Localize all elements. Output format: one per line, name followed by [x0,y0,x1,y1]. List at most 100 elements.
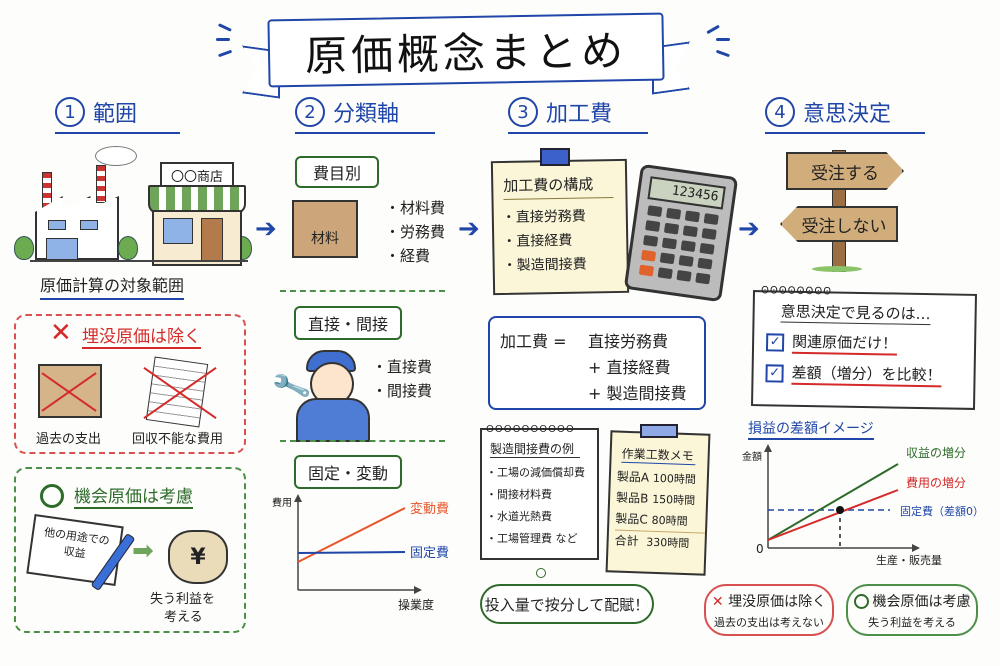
revenue-increment-label: 収益の増分 [906,446,967,460]
section-title: 範囲 [93,102,138,127]
calculator-icon: 123456 [623,163,739,303]
sunk-cost-heading: 埋没原価は除く [82,322,201,349]
direct-indirect-label: 直接・間接 [294,306,402,340]
smoke-icon [95,146,137,166]
formula-line: + 製造間接費 [588,384,687,403]
list-item: ・労務費 [385,223,446,241]
decision-notebook: ʘʘʘʘʘʘʘʘ 意思決定で見るのは… ✓ 関連原価だけ！ ✓ 差額（増分）を比… [751,285,977,410]
flow-arrow-icon: ➔ [458,214,480,244]
checkbox-checked-icon: ✓ [765,363,784,383]
section-header-processing: 3 加工費 [508,96,648,134]
formula-line: 直接労務費 [588,332,669,351]
sparkle-icon [216,38,230,41]
thought-dot [536,568,546,578]
sunk-item: 過去の支出 [36,432,102,447]
sign-accept: 受注する [786,152,904,190]
section-title: 加工費 [546,102,613,127]
list-item: ・直接労務費 [501,208,586,227]
by-item-list: ・材料費 ・労務費 ・経費 [385,196,445,268]
calculator-display: 123456 [647,176,726,210]
origin-label: 0 [756,542,764,556]
divider [280,290,445,292]
binder-clip-icon [540,148,570,166]
flow-arrow-icon: ➔ [255,214,277,244]
sparkle-icon [217,49,233,57]
scope-caption: 原価計算の対象範囲 [40,272,185,300]
hours-row: 製品C 80時間 [615,511,688,529]
clipboard-clip-icon [640,424,678,438]
sparkle-icon [715,49,731,57]
by-item-label: 費目別 [295,156,379,188]
direct-indirect-list: ・直接費 ・間接費 [372,355,432,403]
list-item: ・水道光熱費 [486,510,552,523]
formula-line: + 直接経費 [588,358,671,377]
cost-increment-label: 費用の増分 [906,476,967,490]
section-title: 分類軸 [333,102,400,127]
red-cross-mark [140,360,220,424]
check-item: 関連原価だけ！ [791,330,898,356]
circle-ok-icon [40,484,64,508]
tree-icon [14,236,34,260]
sign-decline: 受注しない [780,206,898,242]
overhead-examples-notebook: ʘʘʘʘʘʘʘʘʘʘ 製造間接費の例 ・工場の減価償却費 ・間接材料費 ・水道光… [480,424,599,560]
section-title: 意思決定 [803,102,892,127]
memo-title: 加工費の構成 [503,173,614,200]
sunk-cost-box [14,314,246,454]
processing-cost-memo: 加工費の構成 ・直接労務費 ・直接経費 ・製造間接費 [490,158,630,296]
window-icon [80,220,98,230]
ground-line [30,260,248,262]
y-axis-label: 金額 [742,452,762,463]
circle-ok-icon [853,593,869,609]
number-badge: 2 [295,97,325,127]
number-badge: 4 [765,97,795,127]
variable-cost-label: 変動費 [410,502,450,517]
y-axis-label: 費用 [272,498,292,509]
checkbox-checked-icon: ✓ [765,332,785,352]
door-icon [201,218,223,262]
door-icon [46,238,78,260]
page-title: 原価概念まとめ [267,12,665,88]
hours-total: 合計 330時間 [614,529,705,555]
window-icon [163,218,193,244]
spiral-binding-icon: ʘʘʘʘʘʘʘʘʘʘ [486,424,575,435]
green-arrow-icon: ➡ [132,536,154,566]
fixed-variable-label: 固定・変動 [294,455,402,489]
x-axis-label: 生産・販売量 [876,554,942,567]
x-axis-label: 操業度 [398,598,435,612]
window-icon [48,220,66,230]
section-header-decision: 4 意思決定 [765,96,925,134]
list-item: ・工場の減価償却費 [486,466,585,479]
worker-body-icon [296,398,370,442]
fixed-cost-label: 固定費（差額0） [900,505,984,518]
opportunity-cost-heading: 機会原価は考慮 [74,482,193,509]
opportunity-cost-pill: 機会原価は考慮 失う利益を考える [846,584,978,636]
list-item: ・間接費 [372,382,433,400]
sparkle-icon [706,24,720,34]
list-item: ・直接費 [372,358,433,376]
money-bag-icon: ¥ [168,530,228,584]
list-item: ・材料費 [385,199,446,217]
work-hours-clipboard: 作業工数メモ 製品A 100時間 製品B 150時間 製品C 80時間 合計 3… [605,430,711,576]
cardboard-box-icon: 材料 [292,200,358,258]
opportunity-cost-box [14,467,246,633]
opportunity-caption: 失う利益を [150,592,216,607]
list-item: ・直接経費 [502,232,573,251]
list-item: ・間接材料費 [486,488,552,501]
chart-title: 損益の差額イメージ [748,418,874,440]
number-badge: 3 [508,97,538,127]
flow-arrow-icon: ➔ [738,214,760,244]
formula-lhs: 加工費 = [500,332,567,351]
sunk-item: 回収不能な費用 [132,432,224,447]
notebook-title: 意思決定で見るのは… [780,300,931,326]
overhead-title: 製造間接費の例 [490,440,580,458]
fixed-cost-label: 固定費 [410,546,450,561]
allocation-bubble: 投入量で按分して配賦！ [480,584,654,624]
cross-icon: ✕ [50,318,72,348]
formula-box: 加工費 = 直接労務費 + 直接経費 + 製造間接費 [488,316,706,410]
chimney-icon [96,165,106,203]
sparkle-icon [218,23,232,32]
section-header-scope: 1 範囲 [55,96,180,134]
opportunity-caption: 考える [164,610,203,625]
cross-icon: ✕ [711,594,724,610]
grass-icon [812,266,862,272]
